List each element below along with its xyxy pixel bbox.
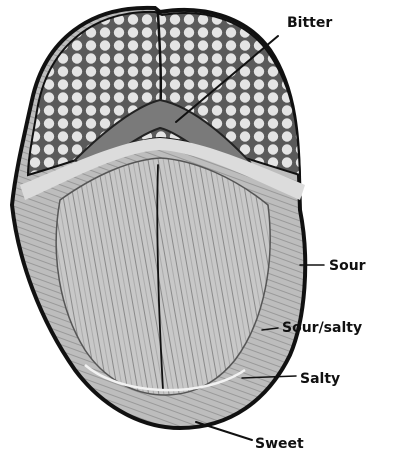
- sweet-label: Sweet: [255, 436, 304, 452]
- sour-salty-label: Sour/salty: [282, 320, 362, 336]
- bitter-label: Bitter: [287, 15, 332, 31]
- sweet-leader-line: [196, 422, 252, 440]
- sour-label: Sour: [329, 258, 366, 274]
- salty-label: Salty: [300, 371, 340, 387]
